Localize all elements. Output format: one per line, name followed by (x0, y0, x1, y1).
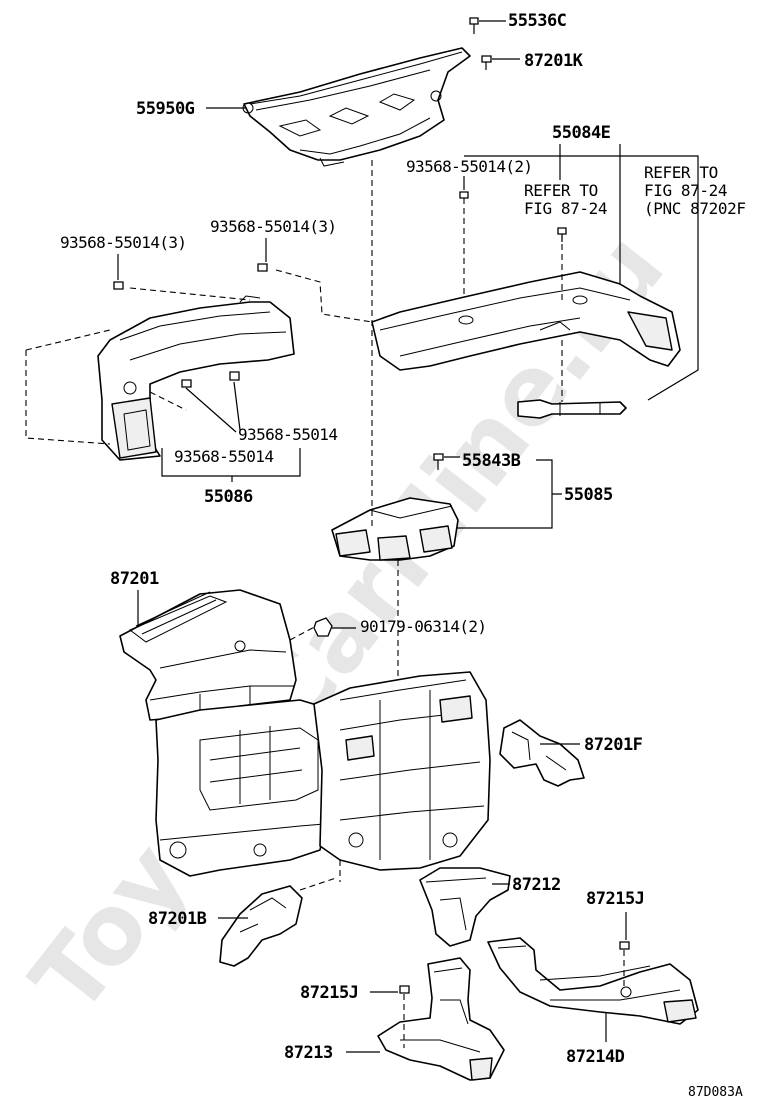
bolt-87215j-a-icon (619, 941, 630, 990)
part-87201-filter-housing (119, 589, 297, 721)
note-refer-1-line-2: FIG 87-24 (524, 199, 607, 218)
watermark: ToyotaCarMine.ru (10, 213, 686, 1034)
label-87215j-a: 87215J (586, 889, 644, 909)
bolt-87201k-icon (481, 55, 492, 70)
part-87201-heater-case (313, 671, 491, 871)
part-55950g-duct (242, 47, 471, 167)
note-refer-2-line-3: (PNC 87202F (644, 199, 746, 218)
label-90179-06314-2: 90179-06314(2) (360, 617, 486, 636)
label-87215j-b: 87215J (300, 983, 358, 1003)
note-refer-1-line-1: REFER TO (524, 181, 598, 200)
part-55085-duct (331, 497, 459, 561)
part-55084e-duct (371, 271, 681, 371)
label-87201b: 87201B (148, 909, 207, 929)
label-55843b: 55843B (462, 451, 521, 471)
part-87214d-duct (487, 937, 699, 1025)
part-87201b-bracket (219, 885, 303, 967)
label-55086: 55086 (204, 487, 253, 507)
part-refer-pipe (517, 234, 627, 419)
label-55085: 55085 (564, 485, 613, 505)
part-87213-duct (377, 957, 505, 1081)
bolt-55536c-icon (469, 17, 479, 34)
label-55536c: 55536C (508, 11, 566, 31)
label-93568-55014-2: 93568-55014(2) (406, 157, 532, 176)
label-87214d: 87214D (566, 1047, 625, 1067)
part-55086-duct (97, 295, 295, 461)
label-93568-55014-b: 93568-55014 (174, 447, 273, 466)
label-87201f: 87201F (584, 735, 643, 755)
diagram-code: 87D083A (688, 1085, 743, 1100)
bolt-55086-b-icon (113, 281, 124, 290)
bolt-87215j-b-icon (399, 985, 410, 1048)
part-87212-duct (419, 867, 511, 947)
label-93568-55014-3a: 93568-55014(3) (210, 217, 336, 236)
label-93568-55014-3b: 93568-55014(3) (60, 233, 186, 252)
part-87201-blower-unit (155, 699, 331, 877)
note-refer-2-line-1: REFER TO (644, 163, 718, 182)
label-87213: 87213 (284, 1043, 333, 1063)
label-55950g: 55950G (136, 99, 195, 119)
label-87212: 87212 (512, 875, 561, 895)
bolt-55843b-icon (433, 453, 444, 470)
nut-90179-icon (313, 617, 333, 637)
label-87201k: 87201K (524, 51, 584, 71)
bolt-55086-c-icon (181, 379, 237, 433)
bolt-55086-a-icon (257, 263, 268, 272)
label-55084e: 55084E (552, 123, 611, 143)
part-87201f-bracket (499, 719, 585, 787)
bolt-55086-d-icon (229, 371, 241, 431)
label-87201: 87201 (110, 569, 159, 589)
label-93568-55014-a: 93568-55014 (238, 425, 337, 444)
note-refer-2-line-2: FIG 87-24 (644, 181, 727, 200)
